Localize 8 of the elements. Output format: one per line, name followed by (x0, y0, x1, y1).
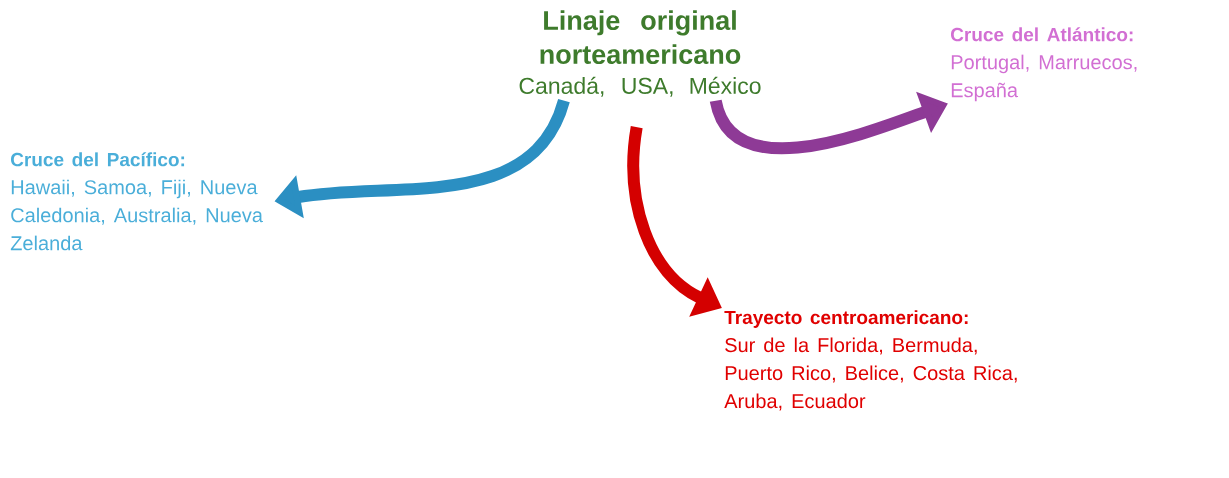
heading: Trayecto centroamericano: (724, 310, 968, 328)
heading: Linaje original norteamericano (540, 10, 741, 65)
place-list: Canadá, USA, México (519, 76, 761, 97)
place-list: Portugal, Marruecos, España (951, 54, 1137, 102)
heading: Cruce del Pacífico: (11, 152, 185, 167)
heading: Cruce del Atlántico: (951, 27, 1133, 42)
place-list: Sur de la Florida, Bermuda, Puerto Rico, Belice, Costa Rica, Aruba, Ecuador (724, 337, 1017, 411)
place-list: Hawaii, Samoa, Fiji, Nueva Caledonia, Australia, Nueva Zelanda (10, 179, 263, 251)
